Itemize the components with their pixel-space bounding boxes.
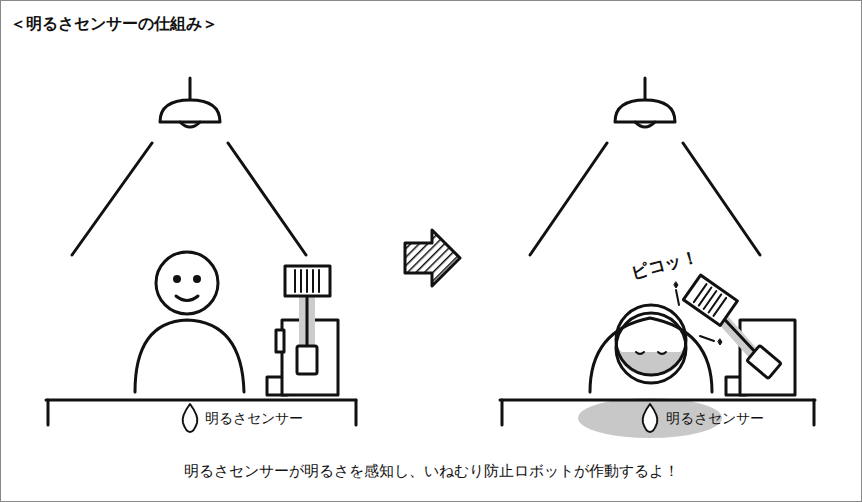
diagram-caption: 明るさセンサーが明るさを感知し、いねむり防止ロボットが作動するよ！	[184, 462, 679, 481]
sensor-label: 明るさセンサー	[205, 410, 303, 428]
diagram-title: ＜明るさセンサーの仕組み＞	[10, 14, 218, 35]
sensor-label: 明るさセンサー	[666, 410, 764, 428]
sound-effect: ピコッ！	[629, 245, 701, 285]
